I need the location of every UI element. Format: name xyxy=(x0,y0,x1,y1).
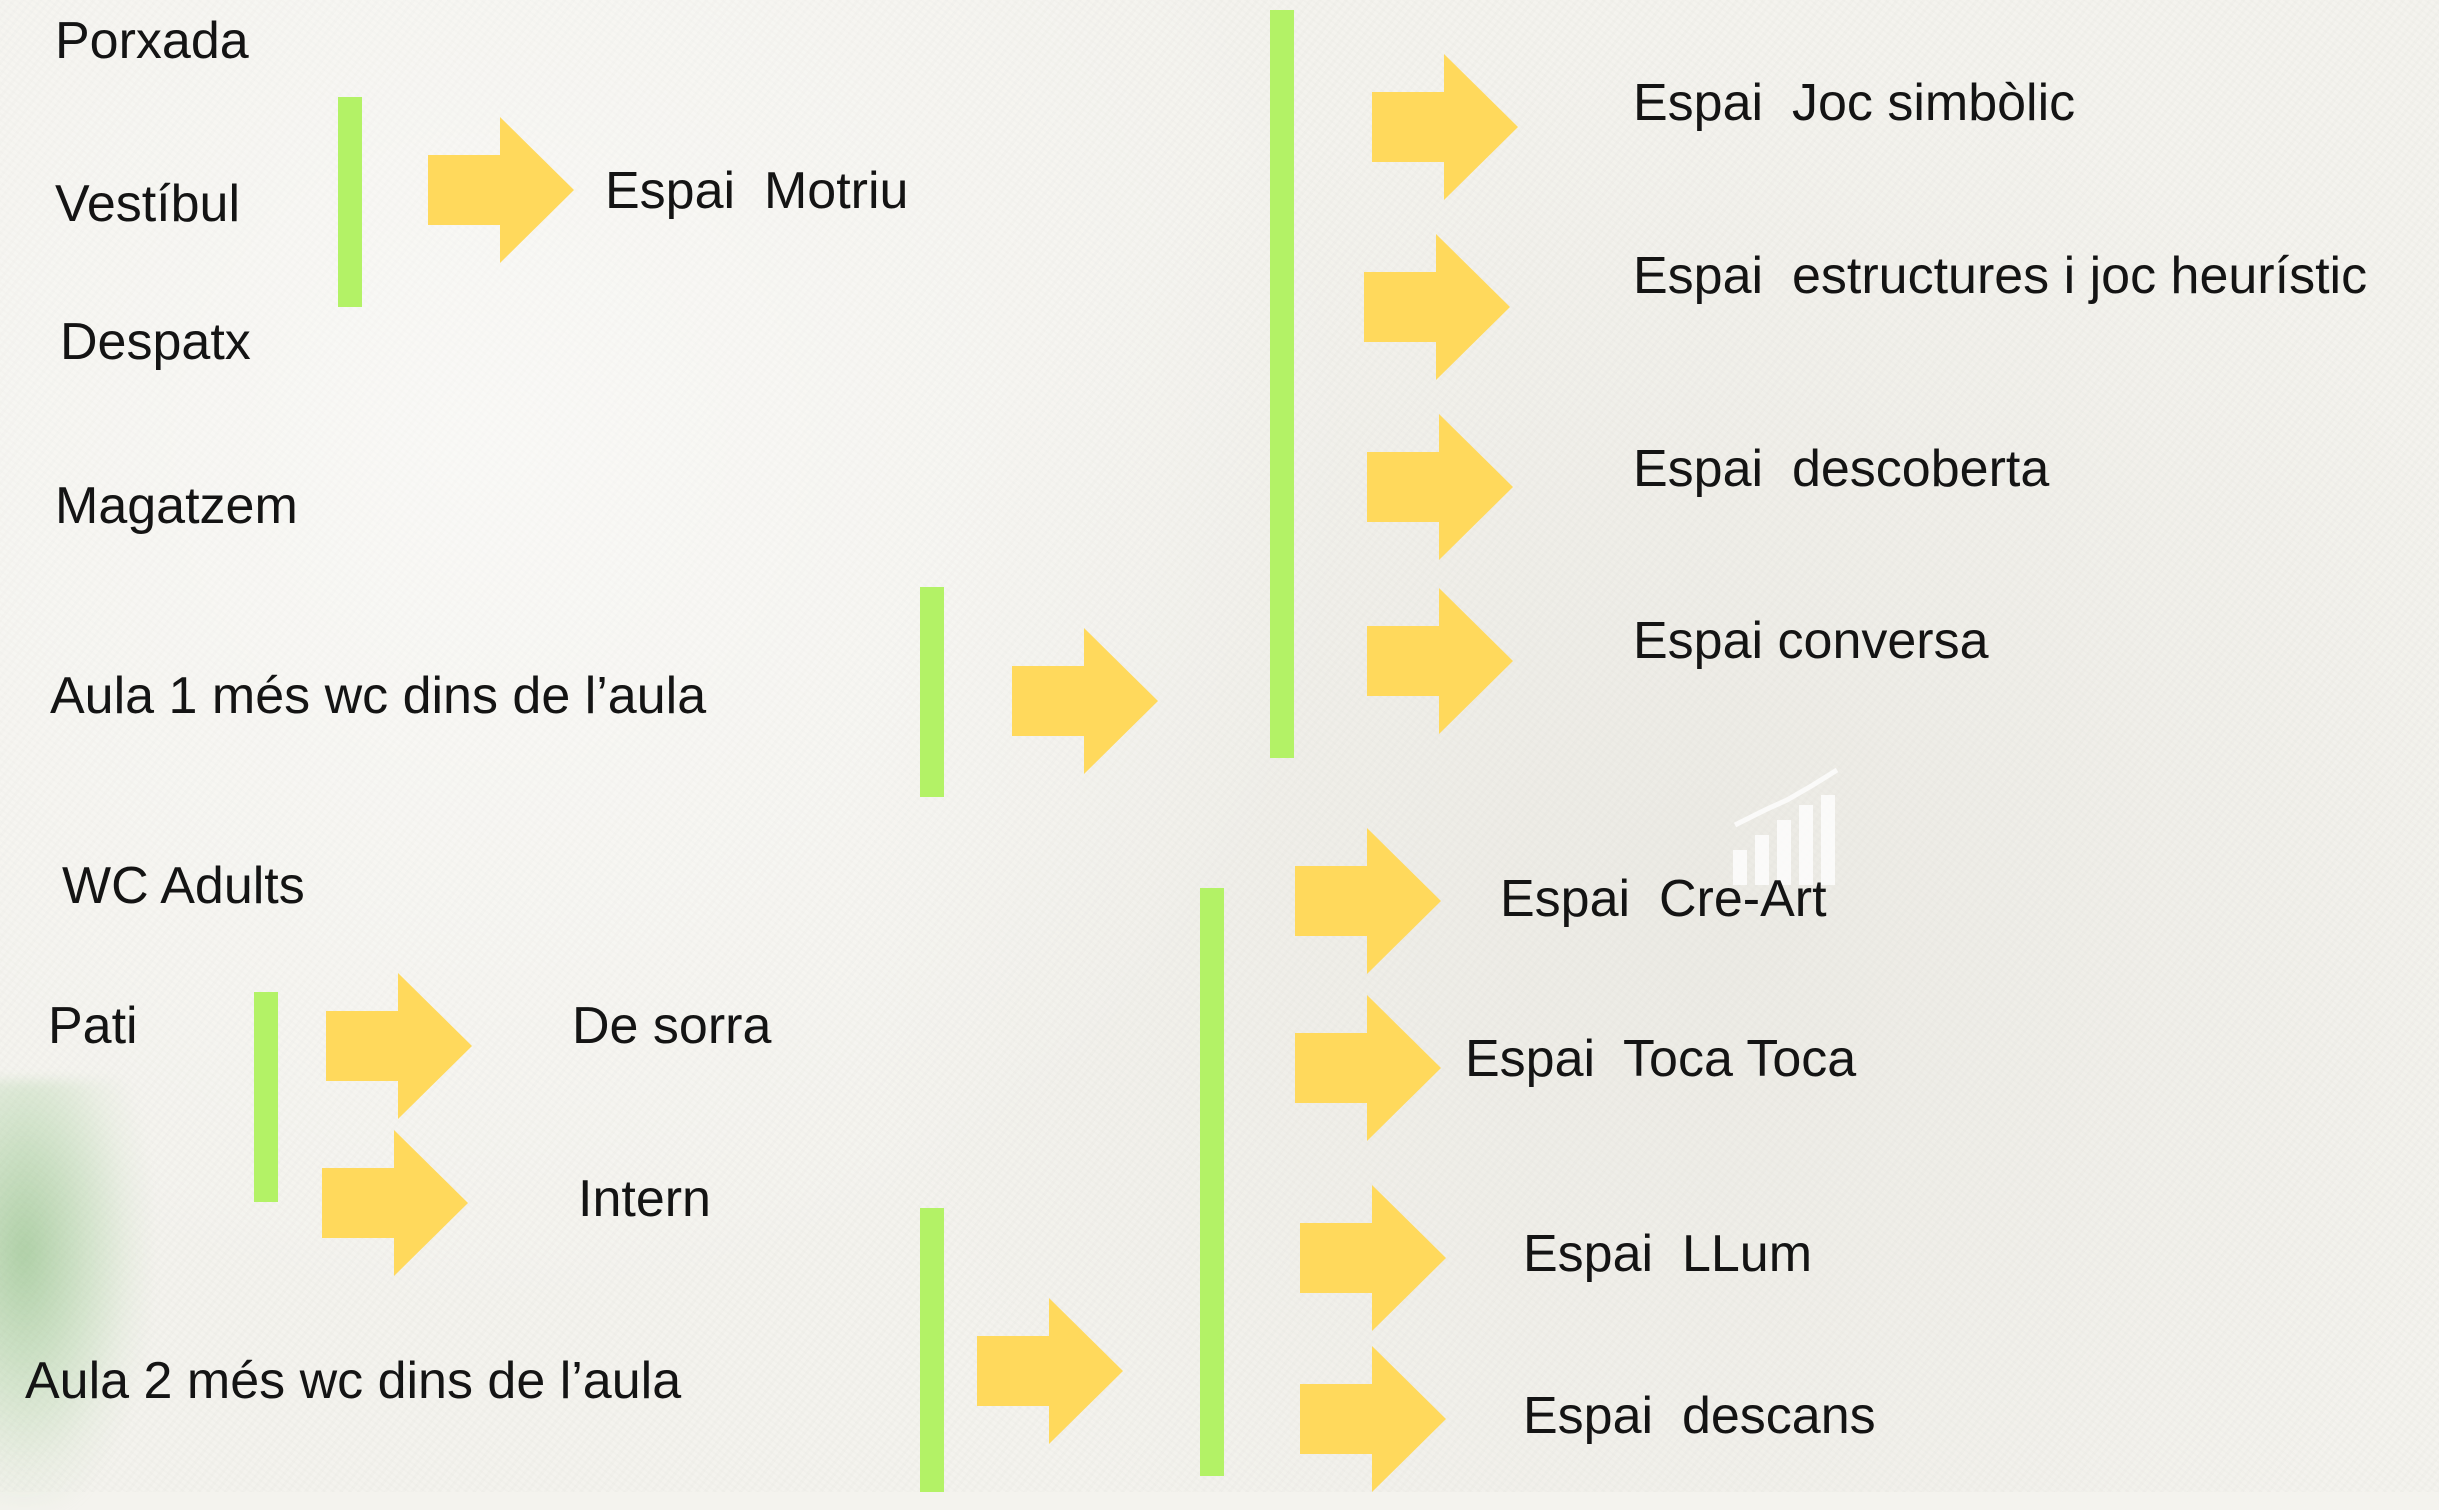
room-aula-1: Aula 1 més wc dins de l’aula xyxy=(50,667,707,725)
right-arrow-icon xyxy=(1367,588,1513,734)
bracket-vestibul xyxy=(338,97,362,307)
room-wc-adults: WC Adults xyxy=(62,857,305,915)
right-arrow-icon xyxy=(1300,1346,1446,1492)
right-arrow-icon xyxy=(977,1298,1123,1444)
right-arrow-icon xyxy=(1367,414,1513,560)
bracket-aula-1 xyxy=(920,587,944,797)
space-toca-toca: Espai Toca Toca xyxy=(1465,1030,1857,1088)
right-arrow-icon xyxy=(1012,628,1158,774)
room-porxada: Porxada xyxy=(55,12,249,70)
target-intern: Intern xyxy=(578,1170,711,1228)
right-arrow-icon xyxy=(1372,54,1518,200)
bracket-aula-2-spaces xyxy=(1200,888,1224,1476)
right-arrow-icon xyxy=(1295,828,1441,974)
room-aula-2: Aula 2 més wc dins de l’aula xyxy=(25,1352,682,1410)
room-vestibul: Vestíbul xyxy=(55,175,241,233)
bracket-aula-2 xyxy=(920,1208,944,1492)
right-arrow-icon xyxy=(326,973,472,1119)
bracket-aula-1-spaces xyxy=(1270,10,1294,758)
space-llum: Espai LLum xyxy=(1523,1225,1813,1283)
room-magatzem: Magatzem xyxy=(55,477,298,535)
bar-chart-icon xyxy=(1733,767,1839,885)
right-arrow-icon xyxy=(428,117,574,263)
space-descans: Espai descans xyxy=(1523,1387,1876,1445)
room-pati: Pati xyxy=(48,997,138,1055)
target-espai-motriu: Espai Motriu xyxy=(605,162,909,220)
right-arrow-icon xyxy=(1295,995,1441,1141)
space-cre-art: Espai Cre-Art xyxy=(1500,870,1827,928)
space-conversa: Espai conversa xyxy=(1633,612,1989,670)
room-despatx: Despatx xyxy=(60,313,251,371)
green-watercolor-stain xyxy=(0,1080,150,1510)
right-arrow-icon xyxy=(1300,1185,1446,1331)
space-joc-simbolic: Espai Joc simbòlic xyxy=(1633,74,2076,132)
space-descoberta: Espai descoberta xyxy=(1633,440,2050,498)
bracket-pati xyxy=(254,992,278,1202)
right-arrow-icon xyxy=(322,1130,468,1276)
space-estructures-joc-heuristic: Espai estructures i joc heurístic xyxy=(1633,247,2368,305)
target-de-sorra: De sorra xyxy=(572,997,772,1055)
right-arrow-icon xyxy=(1364,234,1510,380)
